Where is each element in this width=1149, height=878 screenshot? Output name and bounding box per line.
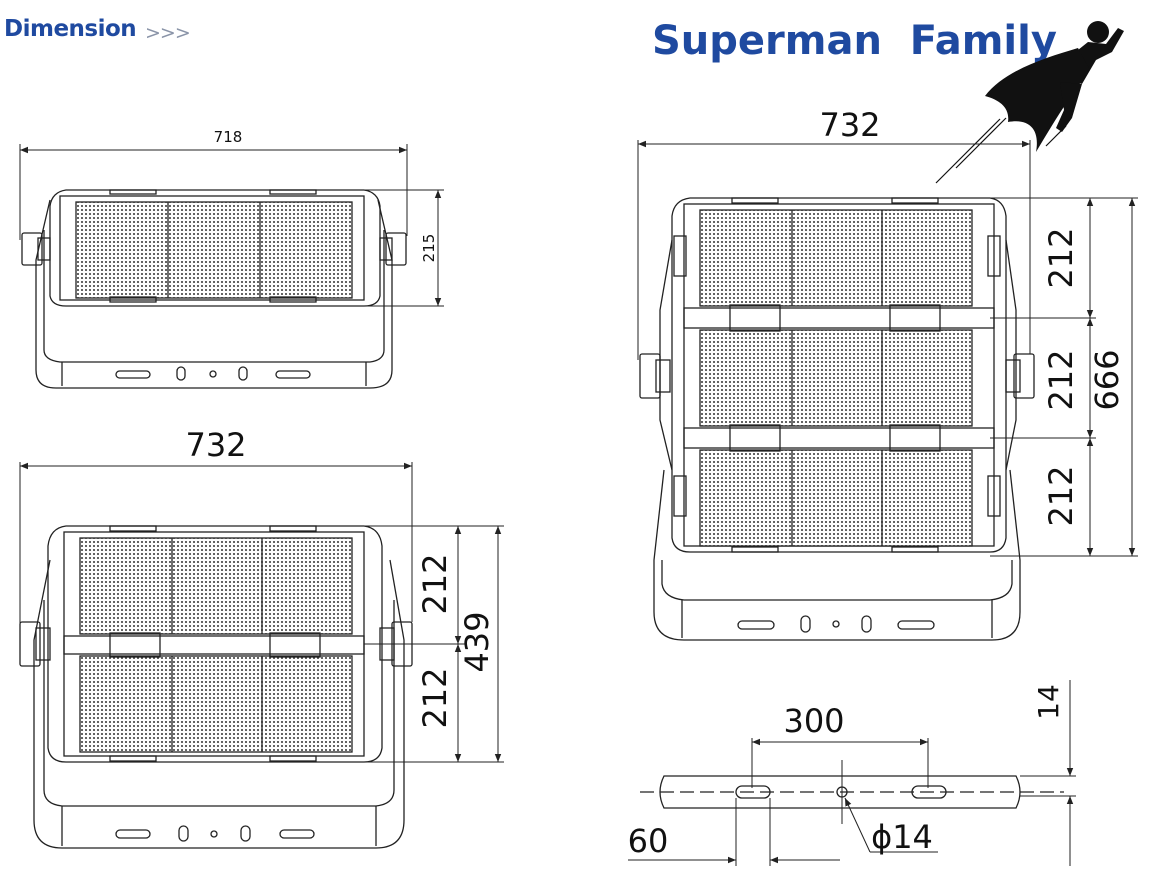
dim-width-732-b: 732 [819, 106, 880, 144]
dim-width-718: 718 [214, 128, 243, 146]
dim-hole-spacing-300: 300 [783, 702, 844, 740]
dim-offset-60: 60 [628, 822, 669, 860]
dim-thickness-14: 14 [1032, 684, 1065, 720]
dim-total-666: 666 [1088, 349, 1126, 410]
dim-total-439: 439 [458, 611, 496, 672]
dim-width-732-a: 732 [185, 426, 246, 464]
view-bracket-detail [628, 680, 1076, 866]
dim-module-212-c: 212 [1042, 227, 1080, 288]
view-three-module [637, 140, 1138, 641]
view-two-module [19, 462, 504, 849]
dim-height-215: 215 [420, 234, 438, 263]
section-title: Dimension [4, 16, 137, 42]
dim-module-212-b: 212 [416, 667, 454, 728]
dim-module-212-a: 212 [416, 553, 454, 614]
dim-hole-diameter: ϕ14 [871, 818, 933, 856]
view-single-module [19, 144, 444, 389]
dim-module-212-d: 212 [1042, 349, 1080, 410]
superman-flying-icon [935, 21, 1124, 184]
dim-module-212-e: 212 [1042, 465, 1080, 526]
brand-title: Superman Family [652, 18, 1057, 64]
section-arrows: >>> [145, 22, 191, 44]
